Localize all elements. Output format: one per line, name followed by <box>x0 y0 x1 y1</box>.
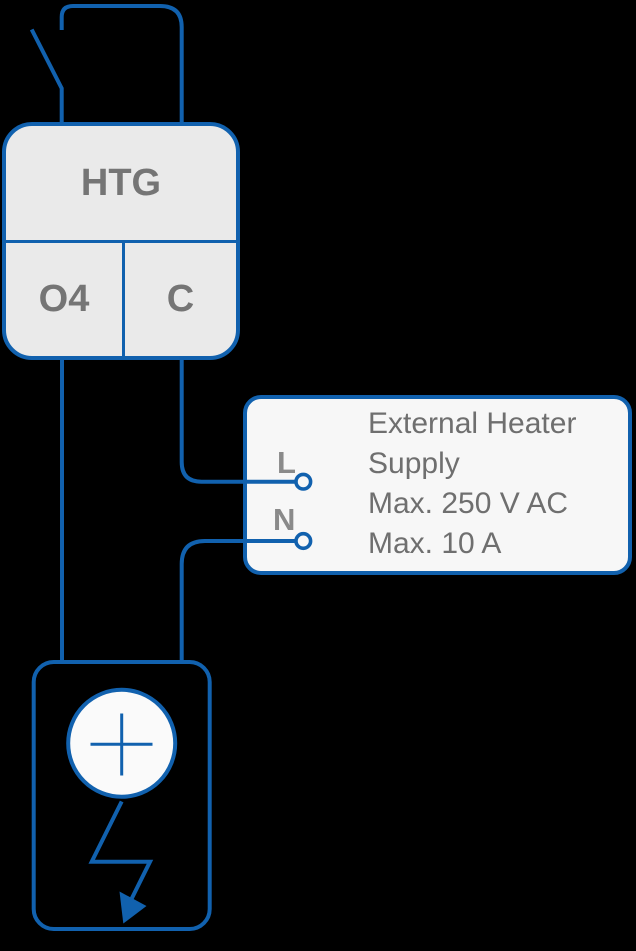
heater-plus-sign <box>90 713 153 776</box>
external-heater-supply-box: L N External Heater Supply Max. 250 V AC… <box>243 395 632 575</box>
supply-description-line: Max. 250 V AC <box>368 487 569 520</box>
terminal-o4-label: O4 <box>6 243 125 356</box>
supply-description-line: External Heater <box>368 407 577 440</box>
relay-loop-wire <box>59 4 184 124</box>
heater-circle-plus-icon <box>66 687 178 799</box>
lightning-arrowhead <box>119 891 147 924</box>
lightning-arrow-icon <box>88 800 154 902</box>
terminal-l-label: L <box>277 445 296 480</box>
supply-description-line: Supply <box>368 447 460 480</box>
htg-relay-block: HTG O4 C <box>2 122 240 360</box>
supply-description-line: Max. 10 A <box>368 527 502 560</box>
terminal-c-label: C <box>166 278 195 320</box>
open-switch-icon <box>29 28 64 124</box>
htg-block-title: HTG <box>80 161 162 204</box>
terminal-n-label: N <box>273 502 296 537</box>
htg-terminal-row: O4 C <box>6 240 236 356</box>
supply-description: External Heater Supply Max. 250 V AC Max… <box>368 404 576 564</box>
heater-load-box <box>31 660 212 931</box>
